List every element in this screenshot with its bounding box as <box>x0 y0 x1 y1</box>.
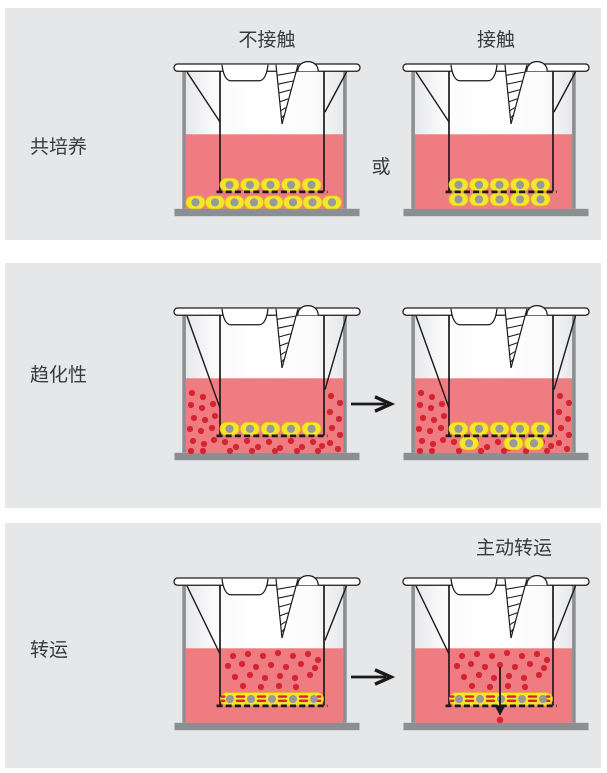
arrow-right-icon <box>351 395 396 413</box>
row-label-co-culture: 共培养 <box>30 137 88 158</box>
well-diagram-chemotaxis-after <box>402 305 590 461</box>
panel-transport: 主动转运 转运 <box>5 523 601 768</box>
well-diagram-coculture-noncontact <box>173 61 361 217</box>
column-header-contact: 接触 <box>476 30 515 51</box>
well-diagram-chemotaxis-before <box>173 305 361 461</box>
arrow-right-icon <box>351 668 396 686</box>
panel-chemotaxis: 趋化性 <box>5 263 601 508</box>
well-diagram-transport-before <box>173 575 361 731</box>
or-connector: 或 <box>371 157 391 178</box>
column-header-active-transport: 主动转运 <box>475 538 552 559</box>
row-label-chemotaxis: 趋化性 <box>30 365 88 386</box>
column-header-noncontact: 不接触 <box>238 30 296 51</box>
well-diagram-transport-after <box>402 575 590 731</box>
row-label-transport: 转运 <box>30 640 69 661</box>
well-diagram-coculture-contact <box>402 61 590 217</box>
panel-co-culture: 不接触 接触 共培养 或 <box>5 8 601 240</box>
